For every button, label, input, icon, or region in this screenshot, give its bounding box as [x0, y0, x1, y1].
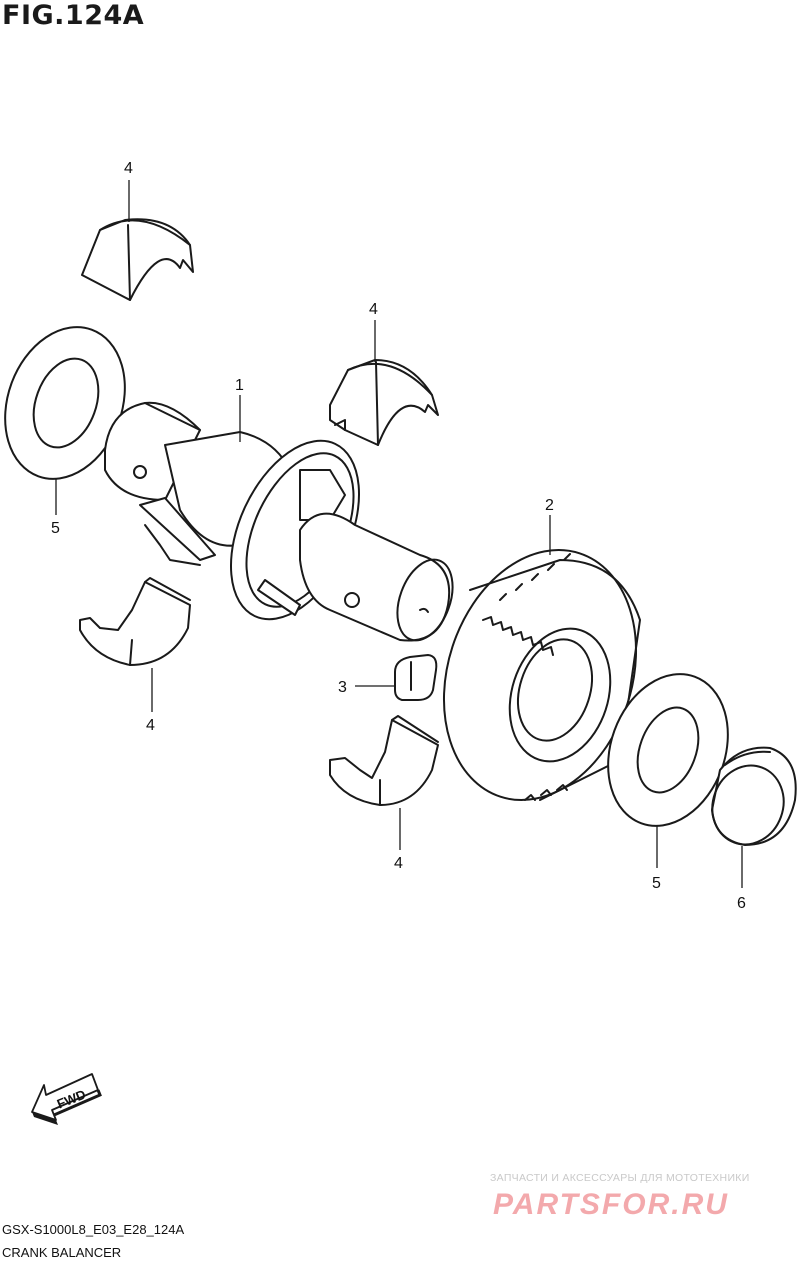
figure-title: FIG.124A	[2, 0, 145, 31]
callout-4-bottom-middle: 4	[394, 855, 403, 872]
thrust-washer-right[interactable]	[588, 657, 748, 843]
watermark-logo: PARTSFOR.RU	[493, 1188, 729, 1221]
key[interactable]	[394, 654, 438, 701]
watermark-tagline: ЗАПЧАСТИ И АКСЕССУАРЫ ДЛЯ МОТОТЕХНИКИ	[490, 1172, 750, 1184]
bearing-shell-middle-top[interactable]	[329, 359, 439, 446]
callout-1: 1	[235, 377, 244, 394]
leader-lines	[55, 180, 743, 888]
callout-3: 3	[338, 679, 347, 696]
callout-2: 2	[545, 497, 554, 514]
balancer-gear[interactable]	[413, 525, 667, 825]
callout-4-top-left: 4	[124, 160, 133, 177]
crank-balancer-shaft[interactable]	[104, 401, 463, 648]
figure-code: GSX-S1000L8_E03_E28_124A	[2, 1222, 185, 1237]
callout-6: 6	[737, 895, 746, 912]
callout-5-left: 5	[51, 520, 60, 537]
bearing-shell-top-left[interactable]	[81, 218, 194, 301]
cap[interactable]	[701, 746, 797, 855]
callout-5-right: 5	[652, 875, 661, 892]
callout-4-bottom-left: 4	[146, 717, 155, 734]
bearing-shell-bottom-middle[interactable]	[329, 715, 439, 806]
callout-4-middle-top: 4	[369, 301, 378, 318]
figure-name: CRANK BALANCER	[2, 1245, 122, 1260]
fwd-arrow: FWD	[31, 1073, 102, 1125]
bearing-shell-bottom-left[interactable]	[79, 577, 191, 666]
